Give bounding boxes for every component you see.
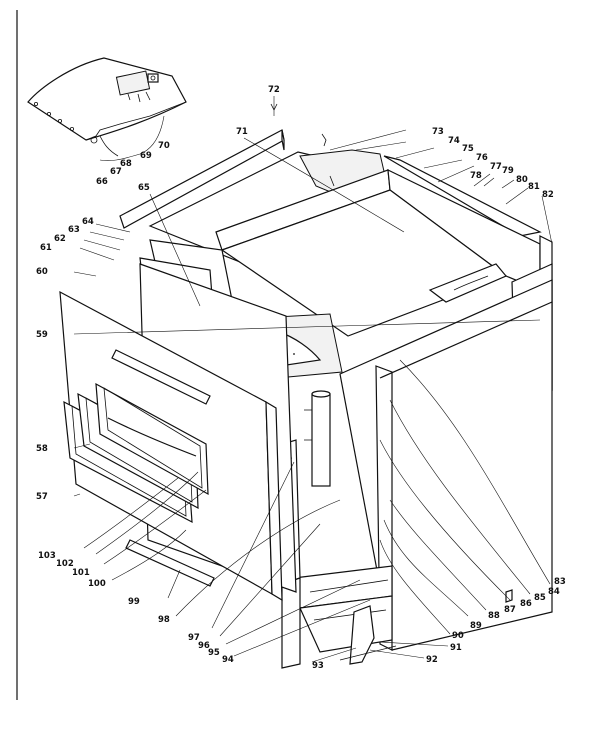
screw-icon	[321, 133, 327, 147]
callout-62: 62	[54, 234, 66, 244]
callout-73: 73	[432, 127, 444, 137]
callout-76: 76	[476, 153, 488, 163]
callout-96: 96	[198, 641, 210, 651]
callout-92: 92	[426, 655, 438, 665]
callout-67: 67	[110, 167, 122, 177]
callout-103: 103	[38, 551, 56, 561]
callout-70: 70	[158, 141, 170, 151]
callout-69: 69	[140, 151, 152, 161]
cabinet-top-shroud	[119, 129, 542, 269]
callout-71: 71	[236, 127, 248, 137]
callout-94: 94	[222, 655, 234, 665]
callout-61: 61	[40, 243, 52, 253]
callout-65: 65	[138, 183, 150, 193]
callout-86: 86	[520, 599, 532, 609]
arrow-indicator	[270, 103, 278, 111]
callout-80: 80	[516, 175, 528, 185]
callout-82: 82	[542, 190, 554, 200]
callout-60: 60	[36, 267, 48, 277]
callout-72: 72	[268, 85, 280, 95]
callout-91: 91	[450, 643, 462, 653]
callout-101: 101	[72, 568, 90, 578]
callout-90: 90	[452, 631, 464, 641]
callout-64: 64	[82, 217, 94, 227]
callout-79: 79	[502, 166, 514, 176]
callout-75: 75	[462, 144, 474, 154]
callout-100: 100	[88, 579, 106, 589]
callout-83: 83	[554, 577, 566, 587]
callout-102: 102	[56, 559, 74, 569]
callout-87: 87	[504, 605, 516, 615]
callout-labels: 72 71 73 74 75 76 77 78 79 80 81 82 70 6…	[36, 85, 566, 671]
callout-77: 77	[490, 162, 502, 172]
callout-81: 81	[528, 182, 540, 192]
callout-98: 98	[158, 615, 170, 625]
callout-66-top: 66	[96, 177, 108, 187]
callout-74: 74	[448, 136, 460, 146]
callout-93: 93	[312, 661, 324, 671]
callout-58: 58	[36, 444, 48, 454]
callout-63: 63	[68, 225, 80, 235]
leader-lines	[73, 96, 553, 663]
callout-89: 89	[470, 621, 482, 631]
callout-78: 78	[470, 171, 482, 181]
callout-57: 57	[36, 492, 48, 502]
callout-85: 85	[534, 593, 546, 603]
callout-68: 68	[120, 159, 132, 169]
oven-door-assembly	[59, 263, 297, 602]
callout-97: 97	[188, 633, 200, 643]
callout-88: 88	[488, 611, 500, 621]
callout-99: 99	[128, 597, 140, 607]
top-left-panel-assembly	[27, 57, 187, 157]
callout-59: 59	[36, 330, 48, 340]
callout-95: 95	[208, 648, 220, 658]
callout-84: 84	[548, 587, 560, 597]
